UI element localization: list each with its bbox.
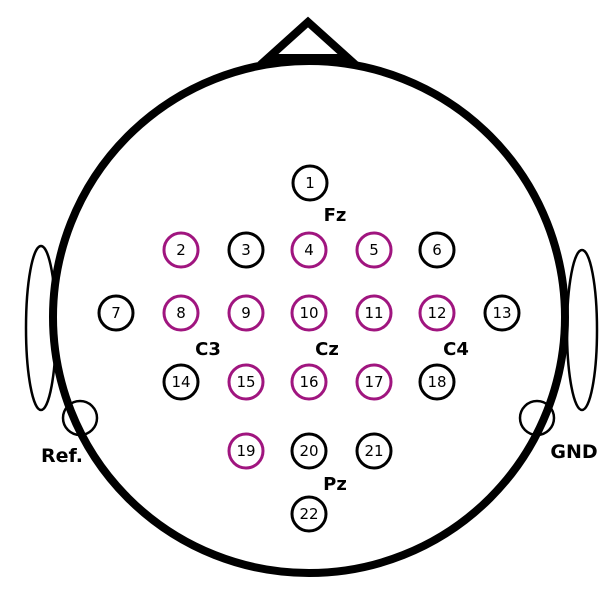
electrode-circle bbox=[227, 363, 265, 401]
electrode-number: 22 bbox=[299, 505, 318, 523]
electrode-15: 15 bbox=[227, 363, 265, 401]
label-cz: Cz bbox=[315, 339, 339, 360]
ground-electrode bbox=[518, 399, 556, 437]
electrode-circle bbox=[355, 432, 393, 470]
label-c3: C3 bbox=[195, 339, 221, 360]
electrode-13: 13 bbox=[483, 294, 521, 332]
electrode-3: 3 bbox=[227, 231, 265, 269]
electrode-18: 18 bbox=[418, 363, 456, 401]
nose-shape bbox=[257, 16, 359, 62]
label-fz: Fz bbox=[324, 205, 347, 226]
electrode-number: 6 bbox=[432, 241, 442, 259]
electrode-number: 10 bbox=[299, 304, 318, 322]
electrode-7: 7 bbox=[97, 294, 135, 332]
electrode-circle bbox=[355, 363, 393, 401]
label-ref: Ref. bbox=[41, 445, 83, 467]
electrode-circle bbox=[291, 164, 329, 202]
electrode-number: 12 bbox=[427, 304, 446, 322]
electrode-number: 13 bbox=[492, 304, 511, 322]
label-c4: C4 bbox=[443, 339, 469, 360]
electrode-circle bbox=[355, 294, 393, 332]
electrode-14: 14 bbox=[162, 363, 200, 401]
electrode-12: 12 bbox=[418, 294, 456, 332]
electrode-circle bbox=[418, 363, 456, 401]
electrode-9: 9 bbox=[227, 294, 265, 332]
electrode-number: 5 bbox=[369, 241, 379, 259]
electrode-circle bbox=[162, 231, 200, 269]
electrode-number: 1 bbox=[305, 174, 315, 192]
electrode-19: 19 bbox=[227, 432, 265, 470]
electrode-circle bbox=[227, 432, 265, 470]
electrode-number: 18 bbox=[427, 373, 446, 391]
electrode-number: 15 bbox=[236, 373, 255, 391]
electrode-circle bbox=[227, 231, 265, 269]
electrode-circle bbox=[483, 294, 521, 332]
electrode-circle bbox=[290, 294, 328, 332]
electrode-number: 16 bbox=[299, 373, 318, 391]
electrode-circle bbox=[162, 363, 200, 401]
electrode-number: 9 bbox=[241, 304, 251, 322]
electrode-21: 21 bbox=[355, 432, 393, 470]
electrode-10: 10 bbox=[290, 294, 328, 332]
electrode-number: 2 bbox=[176, 241, 186, 259]
electrode-5: 5 bbox=[355, 231, 393, 269]
electrode-number: 7 bbox=[111, 304, 121, 322]
electrode-1: 1 bbox=[291, 164, 329, 202]
electrode-circle bbox=[162, 294, 200, 332]
electrode-number: 8 bbox=[176, 304, 186, 322]
electrode-20: 20 bbox=[290, 432, 328, 470]
electrode-22: 22 bbox=[290, 495, 328, 533]
electrode-number: 19 bbox=[236, 442, 255, 460]
electrode-circle bbox=[290, 495, 328, 533]
electrode-11: 11 bbox=[355, 294, 393, 332]
reference-electrode bbox=[61, 399, 99, 437]
electrode-17: 17 bbox=[355, 363, 393, 401]
right-ear-shape bbox=[565, 248, 599, 412]
electrode-number: 20 bbox=[299, 442, 318, 460]
electrode-2: 2 bbox=[162, 231, 200, 269]
electrode-8: 8 bbox=[162, 294, 200, 332]
electrode-circle bbox=[227, 294, 265, 332]
electrode-circle bbox=[355, 231, 393, 269]
electrode-circle bbox=[97, 294, 135, 332]
label-pz: Pz bbox=[323, 474, 347, 495]
electrode-4: 4 bbox=[290, 231, 328, 269]
electrode-number: 17 bbox=[364, 373, 383, 391]
electrode-circle bbox=[290, 231, 328, 269]
electrode-circle bbox=[418, 231, 456, 269]
electrode-6: 6 bbox=[418, 231, 456, 269]
electrode-number: 4 bbox=[304, 241, 314, 259]
electrode-circle bbox=[290, 432, 328, 470]
label-gnd: GND bbox=[550, 441, 597, 463]
electrode-number: 11 bbox=[364, 304, 383, 322]
electrode-number: 21 bbox=[364, 442, 383, 460]
electrode-number: 3 bbox=[241, 241, 251, 259]
electrode-16: 16 bbox=[290, 363, 328, 401]
electrode-circle bbox=[418, 294, 456, 332]
electrode-number: 14 bbox=[171, 373, 190, 391]
electrode-circle bbox=[290, 363, 328, 401]
